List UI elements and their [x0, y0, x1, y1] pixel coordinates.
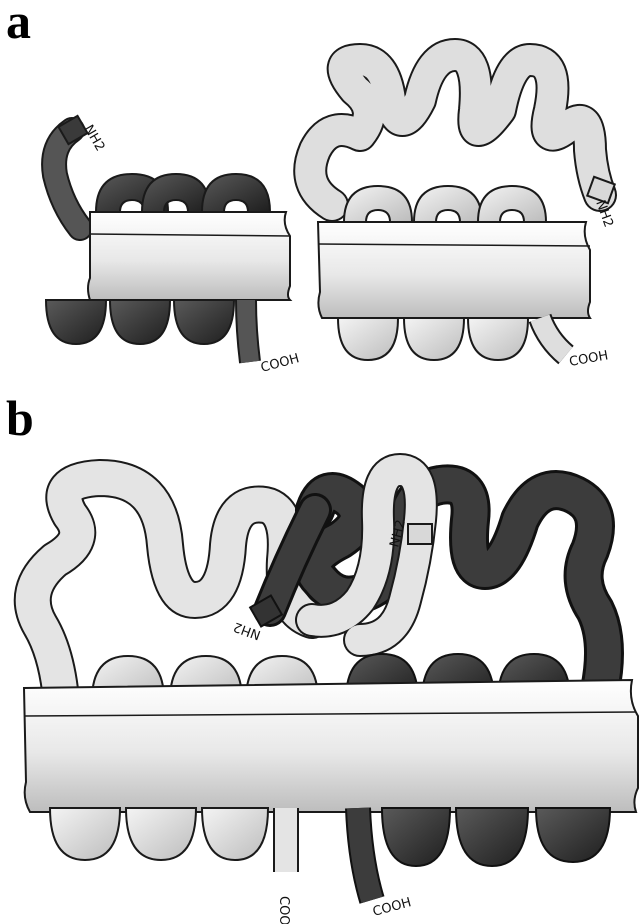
membrane-block	[88, 212, 290, 300]
n-terminus-cap	[408, 524, 432, 544]
membrane-block	[318, 222, 590, 318]
panel-a: NH2 COOH NH2	[46, 55, 616, 376]
dome	[382, 808, 450, 866]
dome	[478, 186, 546, 222]
dome	[456, 808, 528, 866]
dome	[126, 808, 196, 860]
membrane-block	[24, 680, 638, 812]
domes-bottom	[338, 318, 528, 360]
dome	[414, 186, 482, 222]
n-terminus-label-a-left: NH2	[81, 123, 108, 155]
dome	[338, 318, 398, 360]
c-terminus-label-a-right: COOH	[568, 348, 609, 370]
domes-bottom-light	[50, 808, 268, 860]
dome	[468, 318, 528, 360]
dome	[174, 300, 234, 344]
dome	[344, 186, 412, 222]
construct-a-right: NH2 COOH	[310, 55, 616, 370]
domes-bottom	[46, 300, 234, 344]
dome	[50, 808, 120, 860]
c-terminus-label-b-dark: COOH	[371, 895, 413, 920]
dome	[46, 300, 106, 344]
dome	[202, 808, 268, 860]
c-terminus-label-a-left: COOH	[259, 351, 301, 376]
dome	[536, 808, 610, 862]
panel-b: NH2 NH2 COOH	[24, 470, 638, 924]
domes-top	[344, 186, 546, 222]
panel-label-a: a	[6, 0, 31, 49]
panel-label-b: b	[6, 390, 34, 446]
dome	[202, 174, 270, 212]
dome	[110, 300, 170, 344]
domes-bottom-dark	[382, 808, 610, 866]
domes-top	[96, 174, 270, 212]
dome	[404, 318, 464, 360]
construct-a-left: NH2 COOH	[46, 116, 301, 376]
c-terminus-label-b-light: COOH	[276, 896, 291, 924]
